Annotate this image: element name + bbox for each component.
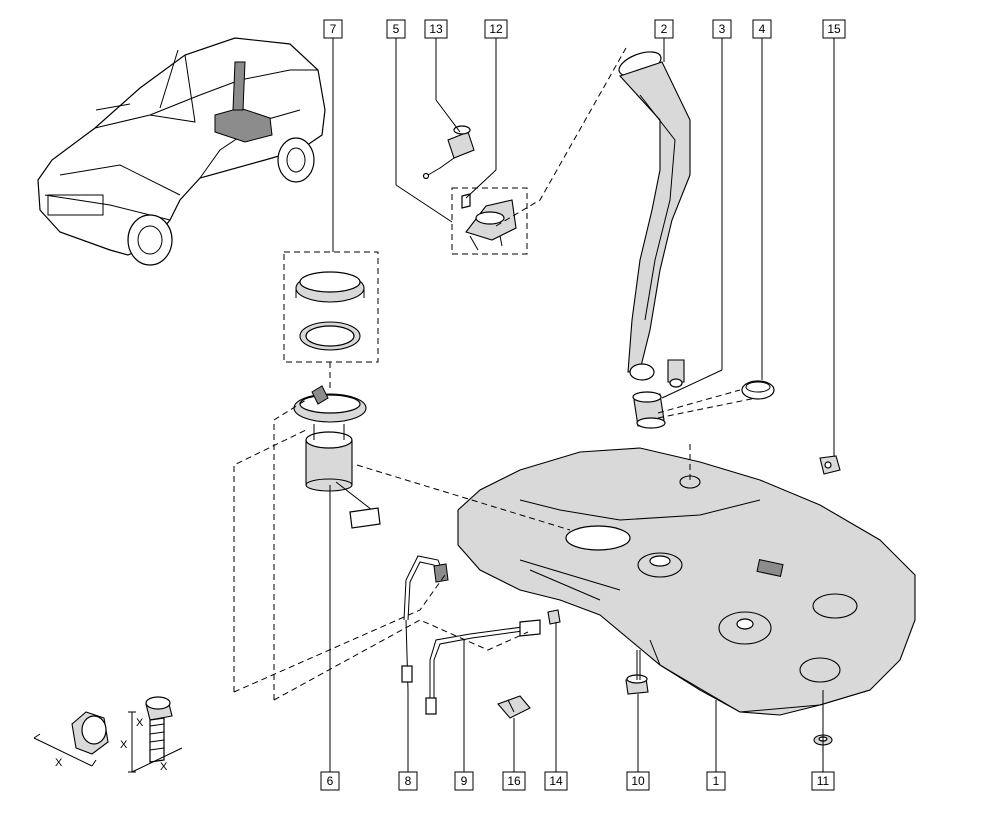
callout-2-label: 2 xyxy=(661,22,668,36)
callout-12-label: 12 xyxy=(489,22,503,36)
callout-4: 4 xyxy=(752,19,772,39)
callout-16-label: 16 xyxy=(507,774,521,788)
callout-7: 7 xyxy=(323,19,343,39)
fuel-pipes xyxy=(401,555,541,715)
clip-width-label: X xyxy=(55,757,63,769)
lock-ring-and-seal xyxy=(283,251,379,363)
callout-14: 14 xyxy=(544,771,568,791)
callout-leaders xyxy=(329,38,835,772)
bolt-length-label: X xyxy=(136,717,144,729)
filler-neck xyxy=(618,51,691,388)
callout-1: 1 xyxy=(706,771,726,791)
callout-7-label: 7 xyxy=(330,22,337,36)
callout-12: 12 xyxy=(484,19,508,39)
callout-5-label: 5 xyxy=(393,22,400,36)
vent-connector xyxy=(819,455,841,475)
bolt-width-label: X xyxy=(160,761,168,773)
callout-5: 5 xyxy=(386,19,406,39)
dimension-inset: X X X X xyxy=(33,696,183,773)
callout-3: 3 xyxy=(712,19,732,39)
callout-15-label: 15 xyxy=(827,22,841,36)
callout-6-label: 6 xyxy=(327,774,334,788)
callout-8-label: 8 xyxy=(405,774,412,788)
callout-14-label: 14 xyxy=(549,774,563,788)
mounting-clip xyxy=(497,695,531,719)
callout-1-label: 1 xyxy=(713,774,720,788)
fuel-tank xyxy=(457,447,916,716)
callout-9: 9 xyxy=(454,771,474,791)
callout-4-label: 4 xyxy=(759,22,766,36)
clip-height-label: X xyxy=(120,739,128,751)
callout-8: 8 xyxy=(398,771,418,791)
retaining-nut xyxy=(547,609,561,625)
tank-bolt xyxy=(625,650,649,695)
callout-11: 11 xyxy=(811,771,835,791)
callout-10-label: 10 xyxy=(631,774,645,788)
pump-cap-assembly xyxy=(422,125,528,255)
assembly-lines xyxy=(233,47,757,701)
vehicle-illustration xyxy=(37,37,326,266)
callout-13: 13 xyxy=(424,19,448,39)
callout-11-label: 11 xyxy=(817,774,830,788)
callout-10: 10 xyxy=(626,771,650,791)
hose-clamp xyxy=(741,380,775,400)
connecting-hose xyxy=(632,391,666,429)
callout-3-label: 3 xyxy=(719,22,726,36)
fuel-pump-module xyxy=(293,385,381,529)
callout-16: 16 xyxy=(502,771,526,791)
callout-9-label: 9 xyxy=(461,774,468,788)
callout-15: 15 xyxy=(822,19,846,39)
callout-13-label: 13 xyxy=(429,22,443,36)
callout-6: 6 xyxy=(320,771,340,791)
callout-2: 2 xyxy=(654,19,674,39)
